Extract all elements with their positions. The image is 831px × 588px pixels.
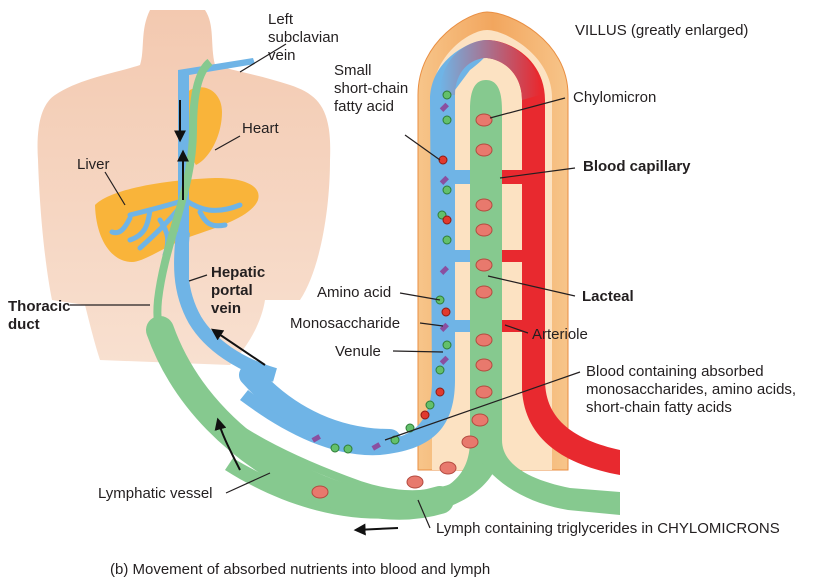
chylomicron-particle [461, 435, 479, 449]
amino-acid-dot [442, 235, 452, 245]
arrow-portal [211, 328, 266, 366]
label-lymphatic-vessel: Lymphatic vessel [98, 485, 213, 502]
amino-acid-dot [442, 90, 452, 100]
chylomicron-particle [475, 143, 493, 157]
label-heart: Heart [242, 120, 279, 137]
amino-acid-dots [330, 90, 452, 454]
fatty-acid-dot [442, 215, 452, 225]
label-left-subclavian-vein: Left subclavian vein [268, 11, 368, 65]
amino-acid-dot [343, 444, 353, 454]
label-left-subclavian-vein-text: Left subclavian vein [268, 11, 339, 64]
label-chylomicron: Chylomicron [573, 89, 657, 106]
label-amino-acid: Amino acid [317, 284, 392, 301]
chylomicron-particle [471, 413, 489, 427]
monosaccharide [439, 175, 449, 185]
chylomicrons [311, 113, 493, 499]
monosaccharide [439, 322, 449, 332]
figure-caption: (b) Movement of absorbed nutrients into … [110, 561, 491, 578]
chylomicron-particle [475, 285, 493, 299]
label-hepatic-portal-vein: Hepatic portal vein [211, 264, 266, 317]
blood-vessel-tube [239, 364, 401, 451]
chylomicron-particle [475, 113, 493, 127]
amino-acid-dot [330, 443, 340, 453]
fatty-acid-dot [441, 307, 451, 317]
chylomicron-particle [475, 198, 493, 212]
amino-acid-dot [435, 365, 445, 375]
label-thoracic-duct: Thoracic duct [8, 298, 71, 333]
chylomicron-particle [475, 333, 493, 347]
amino-acid-dot [425, 400, 435, 410]
fatty-acid-dot [435, 387, 445, 397]
chylomicron-particle [475, 258, 493, 272]
lymphatic-vessel-tube [146, 316, 454, 520]
leader-lines [70, 43, 581, 529]
arrow-lymph-up [214, 417, 241, 471]
label-venule: Venule [335, 343, 381, 360]
monosaccharide [371, 442, 381, 451]
arrow-lymph-left [353, 523, 399, 536]
monosaccharide-shapes [311, 102, 449, 451]
lymph-right [470, 440, 620, 515]
lacteal-vessel [225, 80, 502, 519]
chylomicron-particle [439, 461, 457, 475]
label-villus: VILLUS (greatly enlarged) [575, 22, 749, 39]
monosaccharide [439, 355, 449, 365]
monosaccharide [439, 102, 449, 112]
fatty-acid-dot [420, 410, 430, 420]
amino-acid-dot [442, 340, 452, 350]
amino-acid-dot [442, 185, 452, 195]
chylomicron-particle [475, 223, 493, 237]
capillary-top [440, 40, 540, 100]
venule-vessel [240, 40, 493, 456]
hepatic-portal-vein-torso [174, 231, 278, 382]
label-blood-capillary: Blood capillary [583, 158, 691, 175]
label-arteriole: Arteriole [532, 326, 588, 343]
label-small-fatty-acid: Small short-chain fatty acid [334, 62, 409, 115]
fatty-acid-dot [438, 155, 448, 165]
amino-acid-dot [442, 115, 452, 125]
label-lacteal: Lacteal [582, 288, 634, 305]
label-blood-absorbed: Blood containing absorbed monosaccharide… [586, 363, 797, 416]
monosaccharide [439, 265, 449, 275]
chylomicron-particle [475, 358, 493, 372]
chylomicron-particle [311, 485, 329, 499]
label-liver: Liver [77, 156, 110, 173]
flow-arrows [174, 100, 399, 536]
monosaccharide [311, 434, 321, 443]
label-lymph-triglycerides: Lymph containing triglycerides in CHYLOM… [436, 520, 780, 537]
chylomicron-particle [406, 475, 424, 489]
label-monosaccharide: Monosaccharide [290, 315, 401, 332]
fatty-acid-dots [420, 155, 452, 420]
chylomicron-particle [475, 385, 493, 399]
